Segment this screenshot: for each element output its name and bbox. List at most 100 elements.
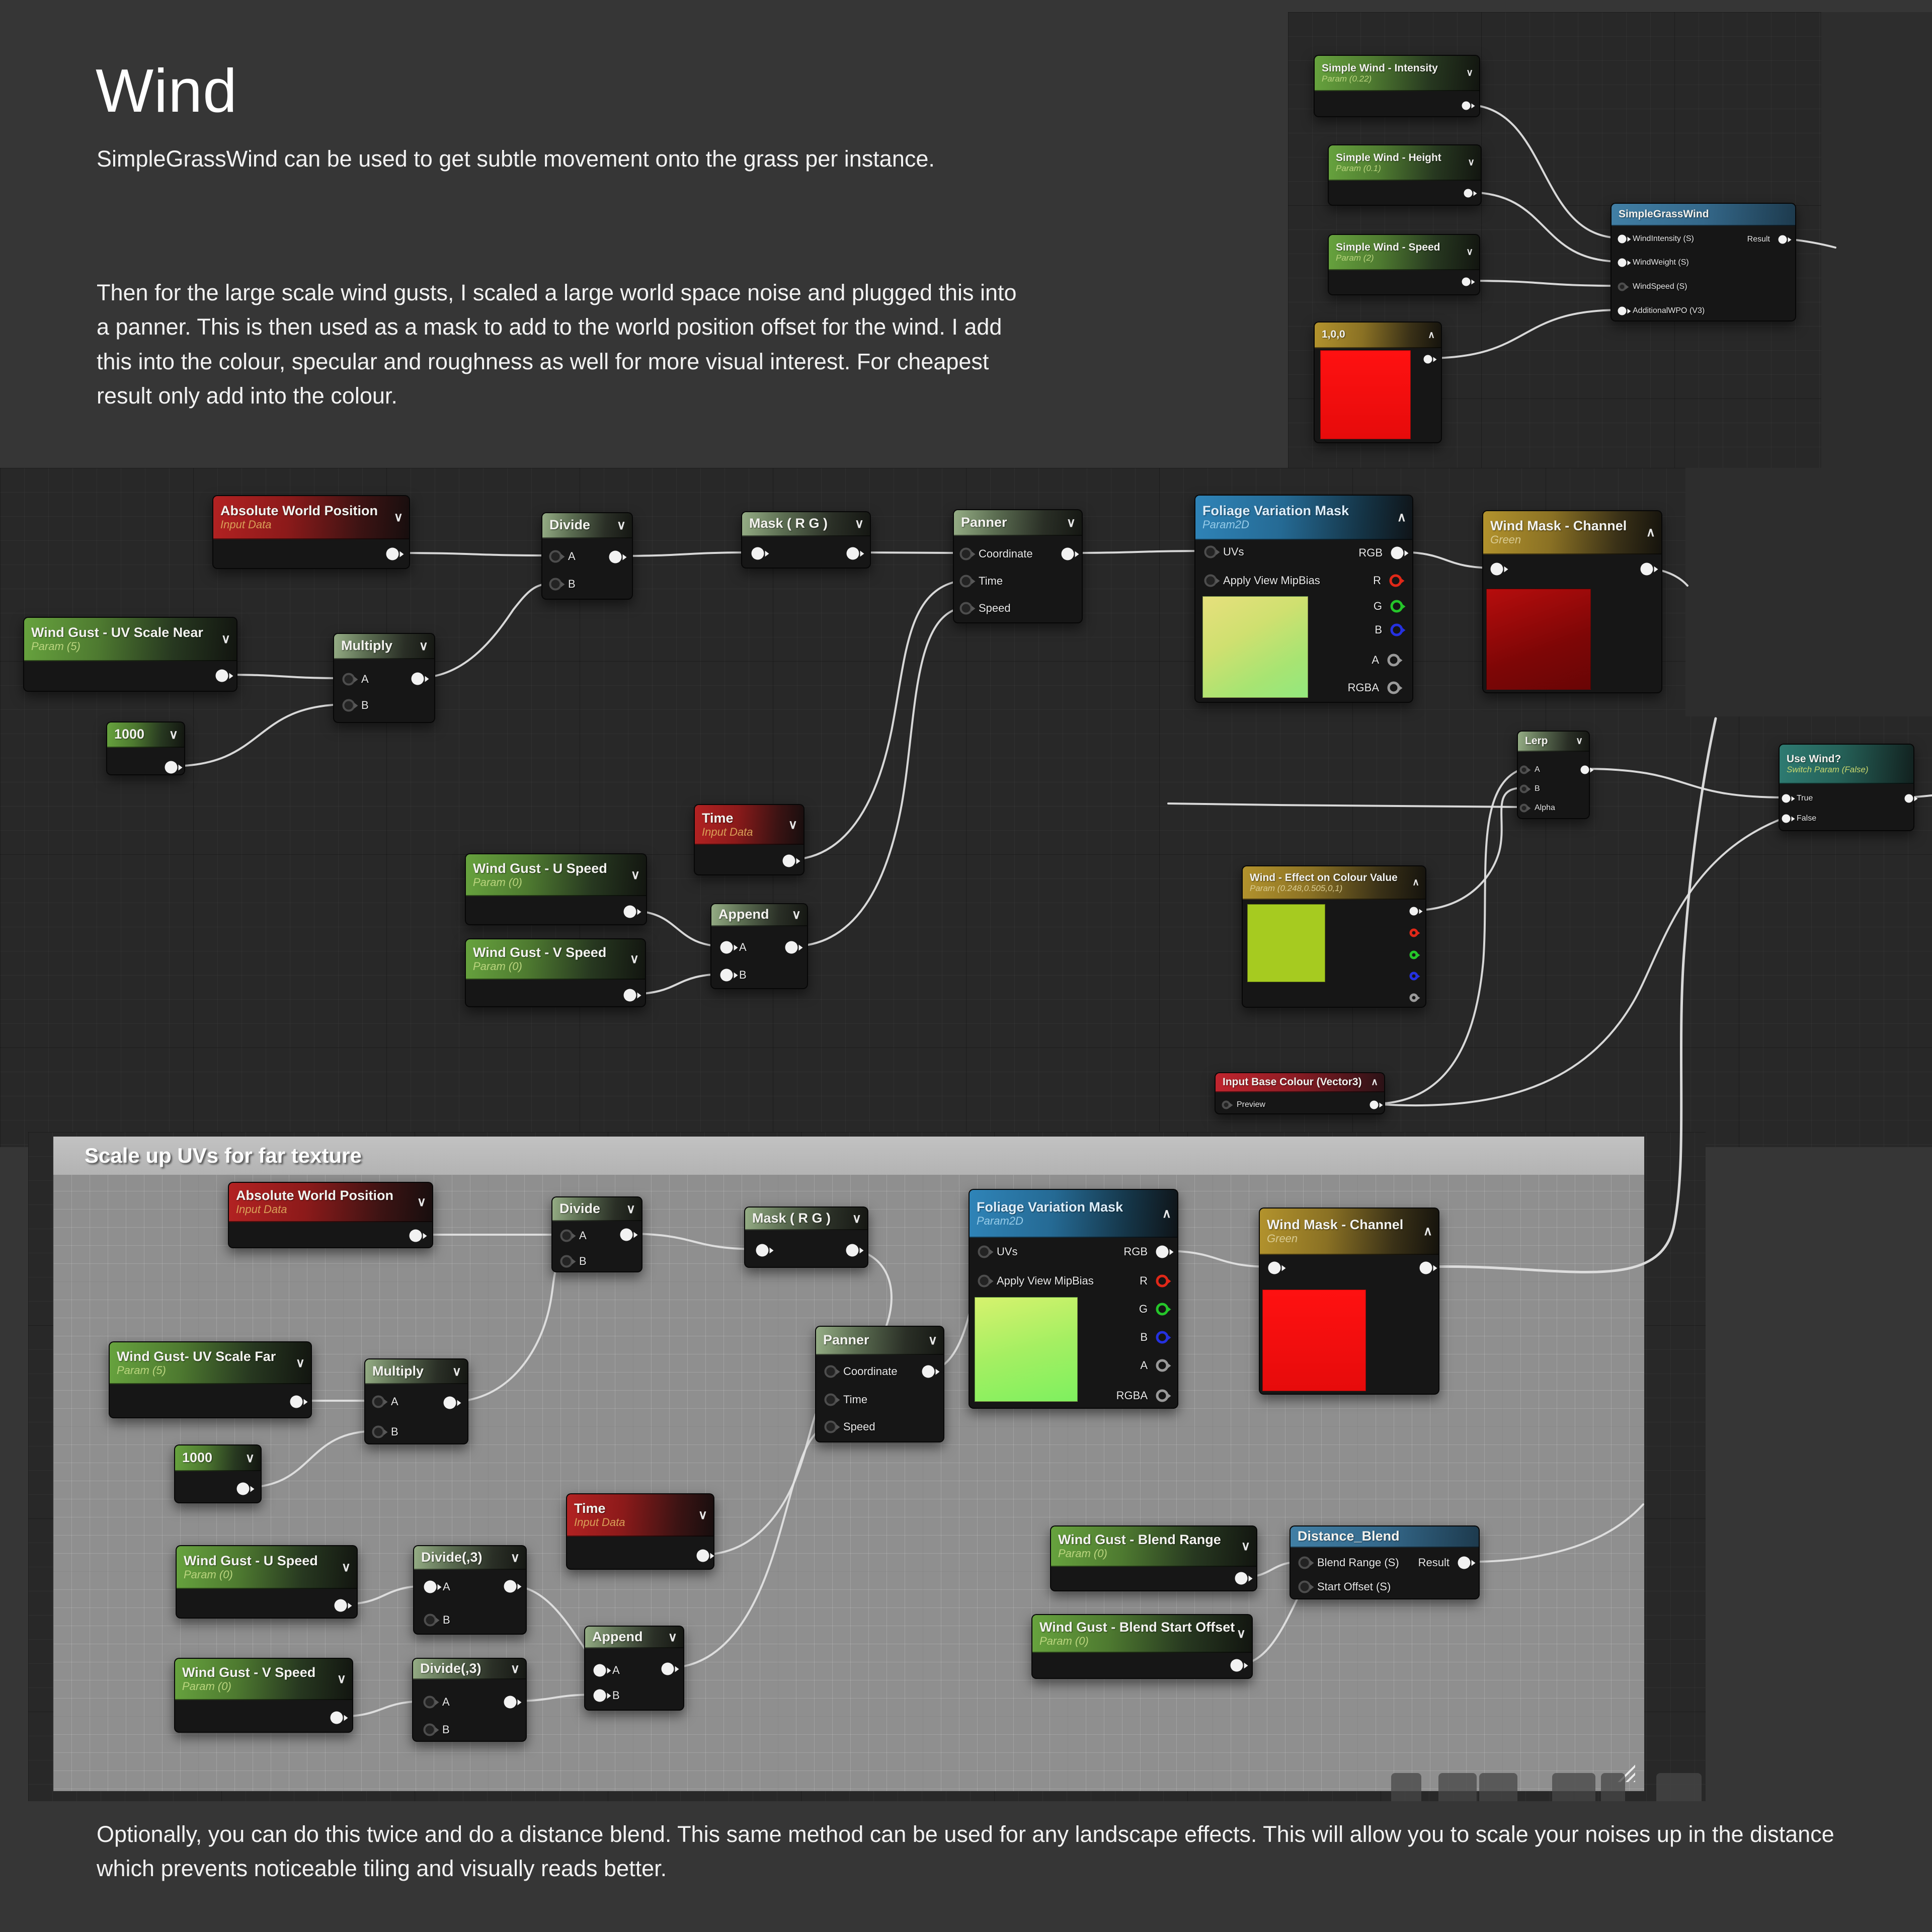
panner-far-pin-time[interactable] [824, 1393, 837, 1406]
wind-effect-on-colour-value-pin-out[interactable] [1409, 928, 1418, 937]
use-wind-pin-out[interactable] [1904, 794, 1913, 803]
mask-rg-far-pin-out[interactable] [846, 1244, 859, 1257]
simplegrasswind-pin-windweight-s-[interactable] [1618, 258, 1627, 267]
panner-far-collapse-button[interactable]: ∨ [928, 1333, 937, 1347]
foliage-variation-mask-far-pin-b[interactable] [1156, 1331, 1169, 1344]
simple-wind-intensity-collapse-button[interactable]: ∨ [1466, 67, 1473, 78]
time-far-pin-out[interactable] [696, 1549, 709, 1562]
foliage-variation-mask-pin-a[interactable] [1387, 654, 1400, 667]
mask-rg-pin-in[interactable] [751, 547, 764, 560]
constant-1000-far-pin-out[interactable] [236, 1482, 250, 1495]
use-wind-header[interactable]: Use Wind?Switch Param (False) [1780, 745, 1913, 784]
panner-pin-time[interactable] [959, 575, 973, 588]
absolute-world-position-collapse-button[interactable]: ∨ [393, 510, 403, 524]
divide3-v-pin-b[interactable] [423, 1723, 436, 1736]
use-wind-pin-false[interactable] [1782, 814, 1791, 823]
lerp-pin-a[interactable] [1519, 765, 1528, 774]
append-far-collapse-button[interactable]: ∨ [668, 1630, 677, 1644]
wind-gust-u-speed-far-collapse-button[interactable]: ∨ [341, 1560, 351, 1574]
wind-gust-uv-scale-far-collapse-button[interactable]: ∨ [295, 1355, 305, 1370]
wind-gust-blend-range-collapse-button[interactable]: ∨ [1241, 1539, 1250, 1553]
panner-pin-coordinate[interactable] [959, 547, 973, 560]
wind-effect-on-colour-value-pin-out[interactable] [1409, 950, 1418, 959]
foliage-variation-mask-far-pin-a[interactable] [1156, 1359, 1169, 1372]
divide3-u-header[interactable]: Divide(,3)∨ [414, 1546, 526, 1570]
divide3-u-pin-out[interactable] [504, 1580, 517, 1593]
lerp-pin-out[interactable] [1580, 765, 1589, 774]
time-far-collapse-button[interactable]: ∨ [698, 1508, 707, 1522]
foliage-variation-mask-collapse-button[interactable]: ∧ [1397, 510, 1406, 524]
input-base-colour-pin-out[interactable] [1370, 1100, 1379, 1109]
absolute-world-position-pin-out[interactable] [386, 547, 399, 560]
constant-1000-far-header[interactable]: 1000∨ [175, 1445, 261, 1471]
append-pin-out[interactable] [785, 941, 798, 954]
lerp-collapse-button[interactable]: ∨ [1576, 736, 1583, 747]
panner-header[interactable]: Panner∨ [954, 510, 1082, 536]
foliage-variation-mask-pin-g[interactable] [1390, 600, 1403, 613]
append-pin-b[interactable] [720, 969, 733, 982]
absolute-world-position-far-collapse-button[interactable]: ∨ [417, 1195, 426, 1209]
constant-1000-pin-out[interactable] [165, 761, 178, 774]
panner-far-pin-out[interactable] [922, 1365, 935, 1378]
distance-blend-header[interactable]: Distance_Blend [1291, 1526, 1479, 1548]
simplegrasswind-pin-additionalwpo-v3-[interactable] [1618, 306, 1627, 315]
divide-collapse-button[interactable]: ∨ [616, 518, 626, 532]
panner-collapse-button[interactable]: ∨ [1066, 515, 1076, 530]
distance-blend-pin-blend-range-s-[interactable] [1298, 1556, 1311, 1569]
divide3-v-header[interactable]: Divide(,3)∨ [413, 1659, 526, 1679]
multiply-pin-b[interactable] [342, 699, 355, 712]
foliage-variation-mask-pin-rgb[interactable] [1391, 546, 1404, 559]
wind-gust-uv-scale-near-collapse-button[interactable]: ∨ [221, 632, 230, 646]
time-collapse-button[interactable]: ∨ [788, 817, 797, 832]
comment-header[interactable]: Scale up UVs for far texture [53, 1137, 1644, 1175]
mask-rg-far-collapse-button[interactable]: ∨ [852, 1211, 861, 1226]
constant-1000-header[interactable]: 1000∨ [107, 722, 184, 748]
node-mask-rg[interactable]: Mask ( R G )∨ [741, 511, 871, 569]
append-far-header[interactable]: Append∨ [585, 1627, 683, 1648]
multiply-pin-a[interactable] [342, 673, 355, 686]
append-far-pin-b[interactable] [593, 1689, 606, 1702]
input-base-colour-collapse-button[interactable]: ∧ [1371, 1077, 1378, 1088]
divide-far-header[interactable]: Divide∨ [552, 1197, 641, 1221]
divide-far-collapse-button[interactable]: ∨ [626, 1201, 635, 1216]
node-constant-1000[interactable]: 1000∨ [106, 721, 185, 775]
append-far-pin-a[interactable] [593, 1664, 606, 1677]
divide3-v-pin-out[interactable] [504, 1696, 517, 1709]
constant-1000-far-collapse-button[interactable]: ∨ [245, 1451, 255, 1465]
wind-gust-blend-start-offset-collapse-button[interactable]: ∨ [1236, 1626, 1246, 1641]
mask-rg-far-header[interactable]: Mask ( R G )∨ [745, 1208, 867, 1230]
distance-blend-pin-start-offset-s-[interactable] [1298, 1580, 1311, 1593]
panner-pin-out[interactable] [1061, 547, 1074, 560]
foliage-variation-mask-pin-apply-view-mipbias[interactable] [1204, 574, 1217, 587]
multiply-far-pin-out[interactable] [443, 1396, 456, 1409]
foliage-variation-mask-far-pin-uvs[interactable] [978, 1245, 991, 1258]
wind-mask-channel-far-pin-out[interactable] [1419, 1261, 1432, 1274]
simple-wind-intensity-pin-out[interactable] [1462, 101, 1471, 110]
input-base-colour-header[interactable]: Input Base Colour (Vector3)∧ [1216, 1073, 1384, 1092]
lerp-header[interactable]: Lerp∨ [1518, 732, 1589, 752]
distance-blend-pin-result[interactable] [1458, 1556, 1471, 1569]
